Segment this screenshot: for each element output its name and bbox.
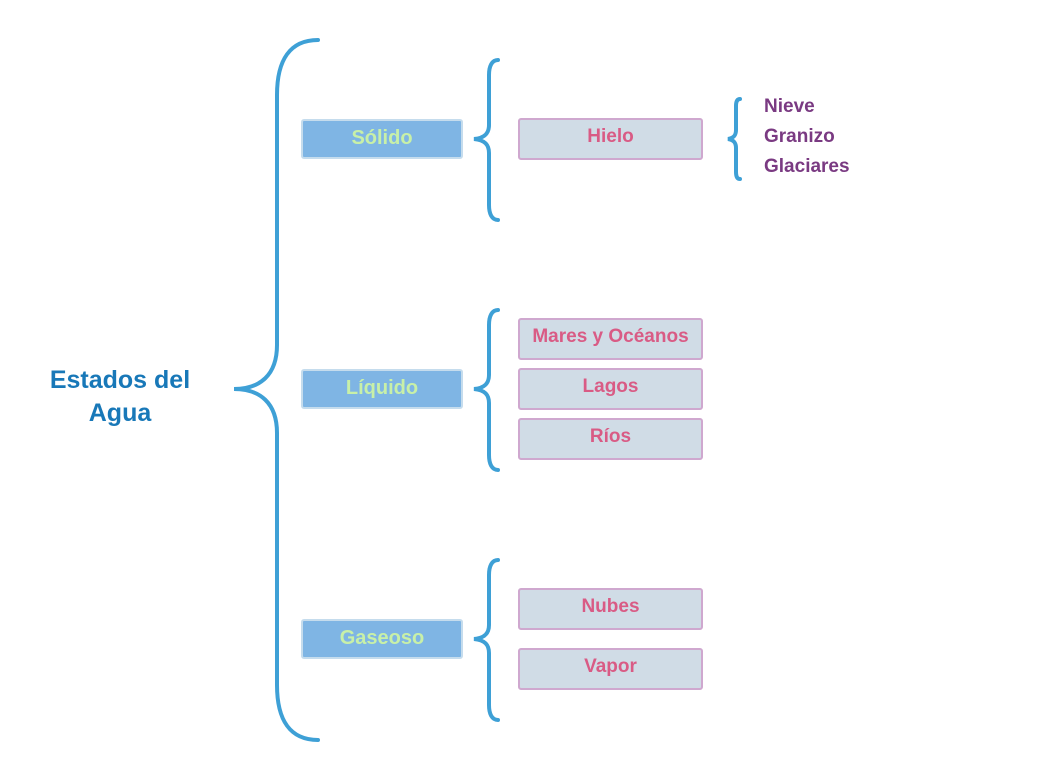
root-title: Estados del Agua <box>49 366 191 427</box>
solid-brace <box>473 58 500 222</box>
item-lagos: Lagos <box>518 368 703 410</box>
hielo-types-list: Nieve Granizo Glaciares <box>764 94 850 184</box>
hielo-type-glaciares: Glaciares <box>764 156 850 177</box>
item-nubes: Nubes <box>518 588 703 630</box>
state-liquido: Líquido <box>301 369 463 409</box>
item-mares: Mares y Océanos <box>518 318 703 360</box>
item-vapor: Vapor <box>518 648 703 690</box>
state-gaseoso: Gaseoso <box>301 619 463 659</box>
item-rios: Ríos <box>518 418 703 460</box>
hielo-brace <box>727 97 742 181</box>
main-brace <box>233 38 320 742</box>
state-solido: Sólido <box>301 119 463 159</box>
item-hielo: Hielo <box>518 118 703 160</box>
hielo-type-granizo: Granizo <box>764 126 835 147</box>
gas-brace <box>473 558 500 722</box>
liquid-brace <box>473 308 500 472</box>
hielo-type-nieve: Nieve <box>764 96 815 117</box>
